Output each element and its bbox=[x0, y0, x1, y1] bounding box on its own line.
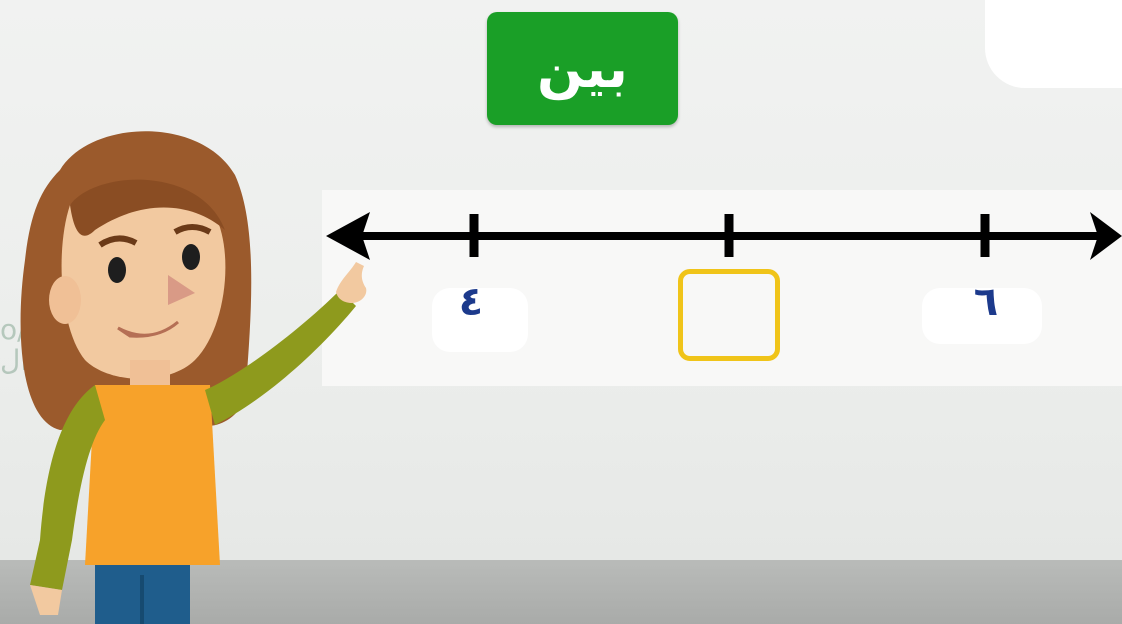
shirt bbox=[85, 385, 220, 565]
nose bbox=[168, 275, 195, 305]
face bbox=[61, 183, 226, 379]
label-highlight-right bbox=[922, 288, 1042, 344]
left-arrow-icon bbox=[326, 212, 370, 260]
left-arm-sleeve bbox=[30, 385, 105, 590]
left-eye-icon bbox=[108, 257, 126, 283]
title-card: بين bbox=[487, 12, 678, 125]
label-highlight-left bbox=[432, 288, 528, 352]
ear bbox=[49, 276, 81, 324]
left-eyebrow bbox=[98, 235, 138, 248]
right-eye-icon bbox=[182, 244, 200, 270]
answer-box[interactable] bbox=[678, 269, 780, 361]
mouth bbox=[117, 320, 179, 338]
tick-label-6: ٦ bbox=[973, 279, 999, 325]
pointing-hand-icon bbox=[336, 262, 367, 303]
left-hand bbox=[30, 585, 62, 615]
title-text: بين bbox=[537, 36, 628, 100]
tick-label-4: ٤ bbox=[458, 279, 484, 325]
corner-card bbox=[985, 0, 1122, 88]
right-arm-sleeve bbox=[205, 290, 356, 425]
right-arrow-icon bbox=[1090, 212, 1122, 260]
bangs bbox=[70, 179, 225, 236]
right-eyebrow bbox=[173, 224, 212, 235]
girl-character bbox=[20, 131, 367, 624]
